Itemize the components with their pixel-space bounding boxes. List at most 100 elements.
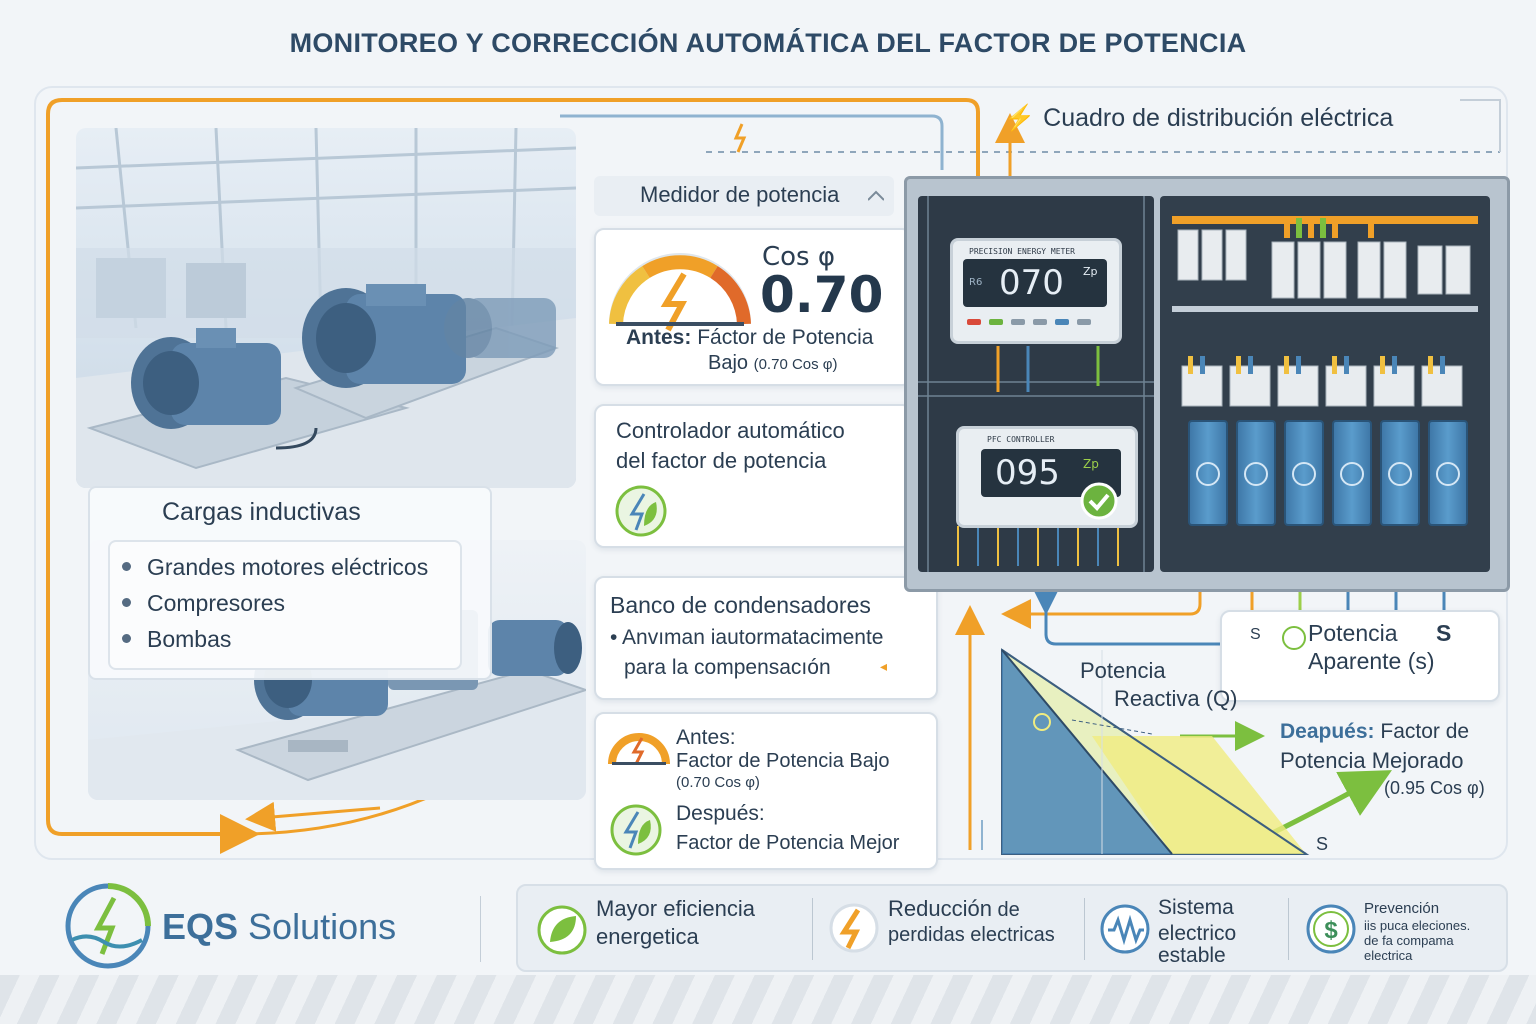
benefit-2-line2: perdidas electricas [888, 924, 1055, 946]
after-improved-label: Deapués: [1280, 720, 1375, 743]
controller-device-header: PFC CONTROLLER [987, 435, 1055, 444]
breakers [1172, 216, 1478, 312]
fan-icon [1340, 462, 1364, 486]
benefit-2-line1: Reducción de [888, 896, 1020, 922]
after-improved-text1: Factor de [1380, 720, 1470, 743]
before-text: Factor de Potencia Bajo [676, 750, 890, 772]
inductive-loads-list: Grandes motores eléctricos Compresores B… [108, 540, 462, 670]
brand-bold: EQS [162, 906, 239, 947]
benefits-bar: Mayor eficiencia energetica Reducción de… [516, 884, 1508, 972]
leaf-icon [537, 905, 587, 955]
controller-screen-unit: Zp [1083, 457, 1099, 471]
controller-screen-value: 095 [995, 453, 1060, 493]
eqs-logo-icon [65, 883, 151, 969]
meter-device-header: PRECISION ENERGY METER [969, 247, 1075, 256]
capacitor-bank-line1: • Anvıman iautormatacimente [610, 626, 884, 649]
button-grey [1077, 319, 1091, 325]
distribution-board-text: Cuadro de distribución eléctrica [1043, 104, 1394, 132]
benefit-3-line1: Sistema [1158, 896, 1234, 919]
reactive-label-2: Reactiva (Q) [1114, 686, 1238, 711]
factory-illustration [76, 128, 576, 488]
power-meter-device: PRECISION ENERGY METER R6 070 Zp [950, 238, 1122, 344]
before-text: Fáctor de Potencia [697, 326, 874, 349]
waveform-icon [1100, 904, 1150, 954]
inductive-loads-card: Cargas inductivas Grandes motores eléctr… [88, 486, 492, 680]
fan-icon [1436, 462, 1460, 486]
before-after-card: Antes: Factor de Potencia Bajo (0.70 Cos… [594, 712, 938, 870]
gauge-icon [609, 253, 751, 332]
power-triangle [981, 648, 1310, 855]
reactive-label-1: Potencia [1080, 658, 1166, 683]
after-improved-line1: Deapués: Factor de [1280, 720, 1469, 744]
contactor-row [1180, 356, 1480, 416]
brand-name: EQS Solutions [162, 906, 396, 948]
button-grey [1033, 319, 1047, 325]
capacitor-module [1428, 420, 1468, 526]
benefit-4-line2: iis puca eleciones. [1364, 918, 1471, 933]
eco-icon [1282, 626, 1306, 650]
triangle-icon [868, 190, 884, 201]
apparent-s-small: S [1250, 626, 1261, 643]
power-factor-value: 0.70 [760, 266, 884, 324]
benefit-2-bold: Reducción [888, 896, 992, 921]
benefit-4-line1: Prevención [1364, 900, 1440, 917]
capacitor-bank-card: Banco de condensadores • Anvıman iautorm… [594, 576, 938, 700]
after-label: Después: [676, 802, 765, 825]
before-paren: (0.70 Cos φ) [753, 356, 838, 373]
meter-before-text: Antes: Fáctor de Potencia [626, 326, 873, 350]
arrow-left-icon: ◂ [880, 658, 888, 674]
apparent-label-1: Potencia [1308, 620, 1398, 646]
eco-lightning-icon-2 [610, 804, 662, 856]
fan-icon [1196, 462, 1220, 486]
meter-label: Medidor de potencia [640, 182, 840, 207]
meter-screen: R6 070 Zp [963, 259, 1107, 307]
benefit-1-line1: Mayor eficiencia [596, 896, 755, 921]
before-label: Antes: [626, 326, 692, 349]
distribution-board-label: ⚡Cuadro de distribución eléctrica [1004, 104, 1393, 133]
breaker-row [1172, 216, 1478, 316]
benefit-3-line2: electrico [1158, 922, 1237, 945]
meter-screen-left: R6 [969, 277, 983, 288]
list-item: Grandes motores eléctricos [122, 554, 428, 581]
controller-label-2: del factor de potencia [616, 448, 827, 473]
capacitor-bank-line2: para la compensacıón [624, 656, 831, 679]
divider [1084, 898, 1085, 960]
contactors [1181, 356, 1463, 407]
controller-card: Controlador automático del factor de pot… [594, 404, 912, 548]
capacitor-module [1380, 420, 1420, 526]
button-red [967, 319, 981, 325]
factory-scene [76, 128, 576, 488]
panel-wiring [918, 196, 1154, 572]
meter-label-bar: Medidor de potencia [594, 176, 894, 216]
apparent-label-2: Aparente (s) [1308, 648, 1435, 674]
benefit-3-line3: estable [1158, 944, 1226, 967]
fan-icon [1292, 462, 1316, 486]
fan-icon [1388, 462, 1412, 486]
before-text-bajo: Bajo [708, 352, 749, 374]
apparent-power-card: S Potencia S Aparente (s) [1220, 610, 1500, 702]
button-blue [1055, 319, 1069, 325]
eco-lightning-icon [615, 485, 667, 537]
meter-before-bajo: Bajo (0.70 Cos φ) [708, 352, 838, 375]
brand-rest: Solutions [238, 906, 397, 947]
meter-screen-value: 070 [999, 263, 1064, 303]
after-improved-line2: Potencia Mejorado [1280, 748, 1464, 773]
list-item: Compresores [122, 590, 285, 617]
capacitor-module [1236, 420, 1276, 526]
meter-screen-unit: Zp [1083, 265, 1098, 278]
controller-label-1: Controlador automático [616, 418, 845, 443]
divider [1288, 898, 1289, 960]
capacitor-module [1188, 420, 1228, 526]
after-improved-paren: (0.95 Cos φ) [1384, 778, 1485, 798]
controller-screen: 095 Zp [981, 449, 1121, 497]
benefit-4-line4: electrica [1364, 948, 1413, 963]
divider [812, 898, 813, 960]
meter-card: Cos φ 0.70 Antes: Fáctor de Potencia Baj… [594, 228, 912, 386]
benefit-4-line3: de fa compama [1364, 933, 1454, 948]
before-paren: (0.70 Cos φ) [676, 774, 760, 791]
list-item: Bombas [122, 626, 231, 653]
lightning-icon [829, 903, 879, 953]
meter-buttons [967, 319, 1107, 327]
capacitor-module [1332, 420, 1372, 526]
lightning-icon: ⚡ [1004, 104, 1036, 132]
